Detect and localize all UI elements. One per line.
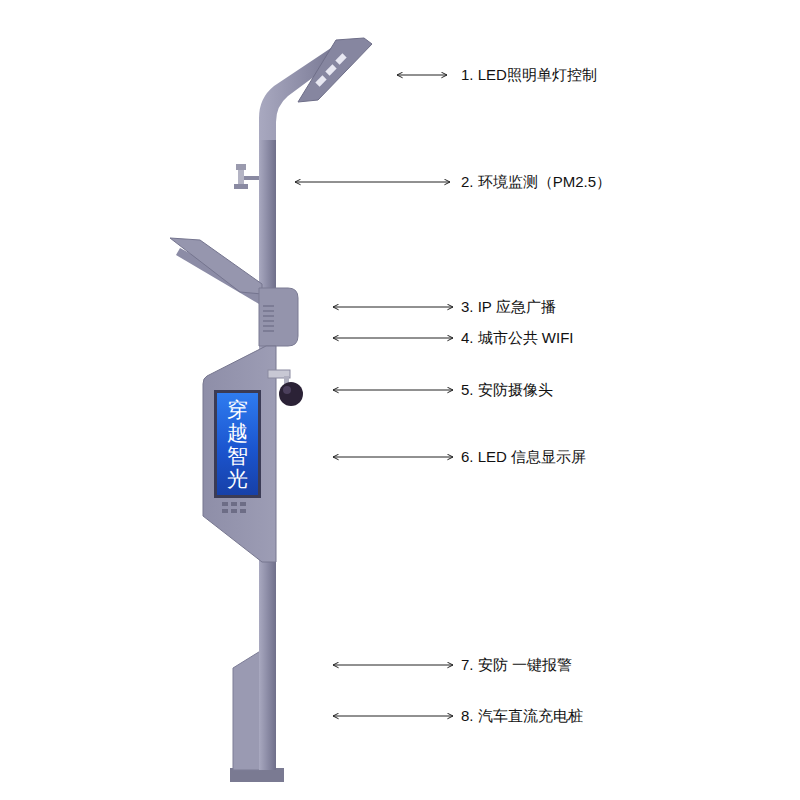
callout-label: 6. LED 信息显示屏 xyxy=(459,448,588,466)
callout-label: 3. IP 应急广播 xyxy=(459,298,558,316)
left-lamp-head xyxy=(170,238,262,294)
callout-label: 2. 环境监测（PM2.5） xyxy=(459,173,613,191)
top-lamp-head xyxy=(298,38,372,102)
led-screen: 穿越智光 xyxy=(217,393,258,495)
led-modules xyxy=(315,53,346,86)
broadcast-box xyxy=(259,288,298,346)
screen-text: 穿越智光 xyxy=(227,398,248,490)
display-panel xyxy=(203,346,276,562)
callout-label: 1. LED照明单灯控制 xyxy=(459,66,599,84)
callout-label: 7. 安防 一键报警 xyxy=(459,656,574,674)
environment-sensor xyxy=(234,164,259,189)
callout-arrows xyxy=(295,75,453,716)
screen-bezel xyxy=(214,390,261,498)
callout-label: 4. 城市公共 WIFI xyxy=(459,329,576,347)
callout-label: 8. 汽车直流充电桩 xyxy=(459,707,585,725)
speaker-grille xyxy=(263,306,274,331)
callout-label: 5. 安防摄像头 xyxy=(459,381,555,399)
panel-vents xyxy=(222,502,246,513)
charging-pile xyxy=(233,650,262,770)
security-camera xyxy=(268,370,303,406)
